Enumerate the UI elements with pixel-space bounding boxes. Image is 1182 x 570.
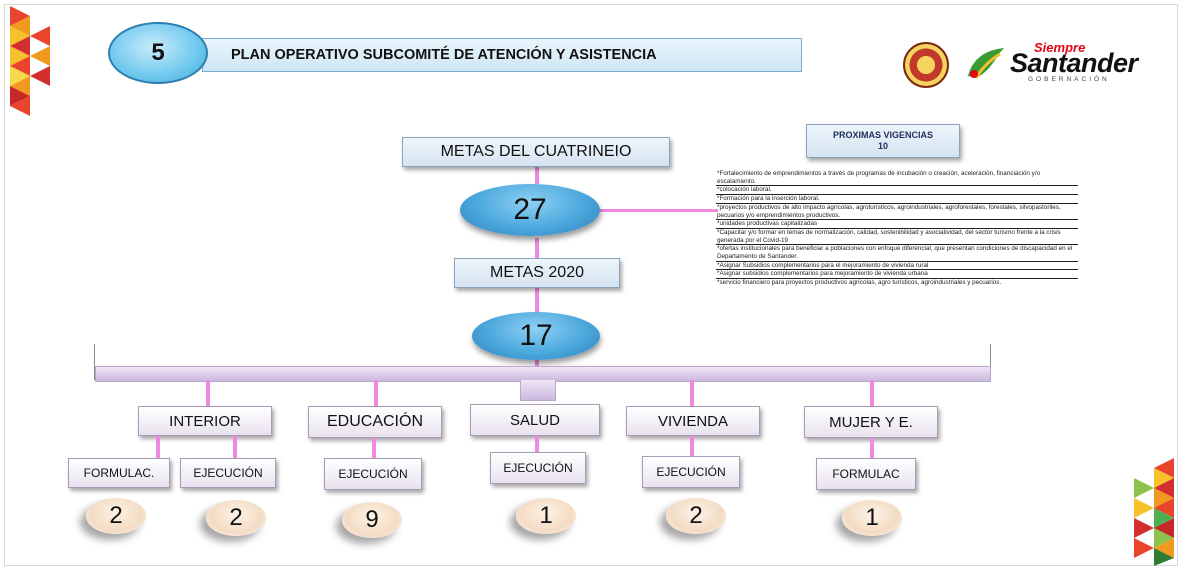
logo-tagline: Siempre (1034, 40, 1086, 55)
proximas-vigencias-box: PROXIMAS VIGENCIAS 10 (806, 124, 960, 158)
connector-line (870, 380, 874, 408)
bar-end-right (990, 344, 991, 380)
decorative-triangles-bottom-right (1134, 458, 1174, 566)
metas-2020-value: 17 (472, 312, 600, 360)
connector-line (535, 436, 539, 454)
list-item: *Asignar Subsidios complementarios para … (716, 262, 1078, 271)
sector-mujer: MUJER Y E. (804, 406, 938, 438)
coat-of-arms-icon (903, 42, 949, 88)
list-item: *Formación para la inserción laboral. (716, 195, 1078, 204)
connector-line (372, 438, 376, 458)
metas-cuatrienio-value: 27 (460, 184, 600, 236)
slide-frame (4, 4, 1178, 566)
list-item: *ofertas institucionales para beneficiar… (716, 245, 1078, 262)
connector-line (598, 209, 718, 212)
metas-2020-label: METAS 2020 (454, 258, 620, 288)
connector-line (206, 380, 210, 408)
connector-line (156, 436, 160, 458)
sub-mujer-formulacion: FORMULAC (816, 458, 916, 490)
count-salud-ejecucion: 1 (516, 498, 576, 534)
list-item: *Asignar subsidios complementarios para … (716, 270, 1078, 280)
santander-logo: Siempre Santander GOBERNACIÓN (962, 40, 1138, 86)
sub-interior-ejecucion: EJECUCIÓN (180, 458, 276, 488)
list-item: *Capacitar y/o formar en temas de normal… (716, 229, 1078, 246)
connector-line (374, 380, 378, 408)
metas-cuatrienio-label: METAS DEL CUATRINEIO (402, 137, 670, 167)
count-interior-ejecucion: 2 (206, 500, 266, 536)
connector-line (690, 380, 694, 406)
sub-educacion-ejecucion: EJECUCIÓN (324, 458, 422, 490)
proximas-vigencias-count: 10 (877, 141, 888, 151)
distribution-bar-stem (520, 380, 556, 401)
sector-salud: SALUD (470, 404, 600, 436)
sub-salud-ejecucion: EJECUCIÓN (490, 452, 586, 484)
count-vivienda-ejecucion: 2 (666, 498, 726, 534)
connector-line (535, 164, 539, 184)
sector-interior: INTERIOR (138, 406, 272, 436)
leaf-logo-icon (968, 48, 1004, 79)
sector-vivienda: VIVIENDA (626, 406, 760, 436)
logo-wordmark: Santander (1010, 48, 1138, 78)
list-item: *colocación laboral. (716, 186, 1078, 196)
list-item: *proyectos productivos de alto impacto a… (716, 204, 1078, 221)
connector-line (233, 436, 237, 458)
list-item: *unidades productivas capitalizadas (716, 220, 1078, 229)
count-interior-formulacion: 2 (86, 498, 146, 534)
logo-subtitle: GOBERNACIÓN (1028, 76, 1110, 83)
page-title: PLAN OPERATIVO SUBCOMITÉ DE ATENCIÓN Y A… (202, 38, 802, 72)
proximas-vigencias-title: PROXIMAS VIGENCIAS (832, 130, 933, 140)
sub-vivienda-ejecucion: EJECUCIÓN (642, 456, 740, 488)
bar-end-left (94, 344, 95, 380)
decorative-triangles-top-left (10, 6, 50, 116)
count-educacion-ejecucion: 9 (342, 502, 402, 538)
section-number-badge: 5 (108, 22, 208, 84)
list-item: *servicio financiero para proyectos prod… (717, 279, 1002, 287)
connector-line (535, 288, 539, 314)
connector-line (870, 438, 874, 458)
sector-educacion: EDUCACIÓN (308, 406, 442, 438)
proximas-vigencias-list: *Fortalecimiento de emprendimientos a tr… (716, 170, 1078, 287)
connector-line (535, 358, 539, 368)
connector-line (535, 238, 539, 258)
sub-interior-formulacion: FORMULAC. (68, 458, 170, 488)
list-item: *Fortalecimiento de emprendimientos a tr… (716, 170, 1078, 187)
count-mujer-formulacion: 1 (842, 500, 902, 536)
connector-line (690, 436, 694, 456)
